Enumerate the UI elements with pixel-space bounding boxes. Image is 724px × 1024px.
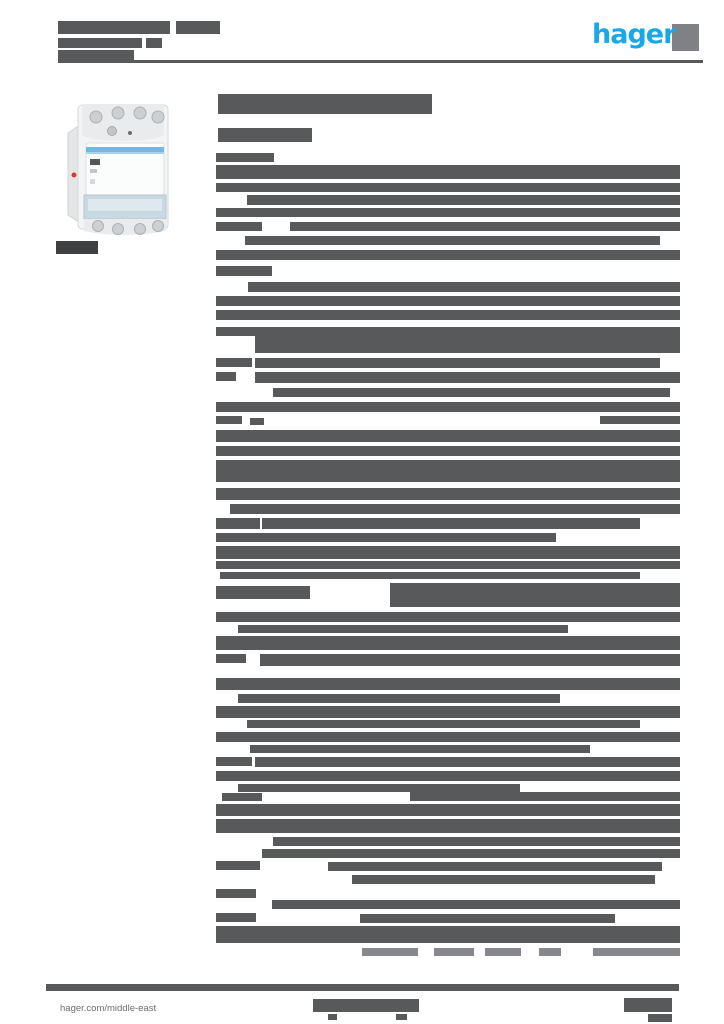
- redacted-text-bar: [248, 282, 680, 292]
- redacted-text-bar: [262, 518, 640, 529]
- redacted-text-bar: [260, 654, 680, 666]
- redacted-text-bar: [216, 757, 252, 766]
- redacted-text-bar: [238, 625, 568, 633]
- brand-logo: hager: [592, 20, 702, 54]
- redacted-text-bar: [600, 416, 680, 424]
- redacted-text-bar: [220, 572, 640, 579]
- redacted-text-bar: [216, 861, 260, 870]
- redacted-text-bar: [218, 128, 312, 142]
- redacted-text-bar: [272, 900, 680, 909]
- footer-website-link[interactable]: hager.com/middle-east: [60, 1003, 157, 1014]
- redacted-text-bar: [255, 358, 660, 368]
- redacted-text-bar: [360, 914, 615, 923]
- redacted-text-bar: [216, 771, 680, 781]
- redacted-text-bar: [313, 999, 419, 1012]
- redacted-text-bar: [216, 296, 680, 306]
- redacted-text-bar: [216, 561, 680, 569]
- redacted-text-bar: [245, 236, 660, 245]
- redacted-text-bar: [216, 372, 236, 381]
- redacted-text-bar: [216, 402, 680, 412]
- redacted-text-bar: [624, 998, 672, 1012]
- redacted-text-bar: [58, 60, 703, 63]
- redacted-text-bar: [672, 24, 699, 51]
- redacted-text-bar: [216, 208, 680, 217]
- redacted-text-bar: [247, 720, 640, 728]
- redacted-text-bar: [216, 416, 242, 424]
- redacted-text-bar: [216, 183, 680, 192]
- redacted-text-bar: [58, 21, 170, 34]
- redacted-text-bar: [216, 488, 680, 500]
- redacted-text-bar: [262, 849, 680, 858]
- footer-link-box: hager.com/middle-east: [57, 994, 169, 1023]
- product-photo-contactor-icon: [67, 104, 169, 235]
- redacted-text-bar: [216, 678, 680, 690]
- redacted-text-bar: [216, 804, 680, 816]
- redacted-text-bar: [434, 948, 474, 956]
- redacted-text-bar: [216, 310, 680, 320]
- redacted-text-bar: [539, 948, 561, 956]
- redacted-text-bar: [216, 153, 274, 162]
- redacted-text-bar: [216, 250, 680, 260]
- redacted-text-bar: [58, 50, 134, 60]
- redacted-text-bar: [230, 504, 680, 514]
- redacted-text-bar: [176, 21, 220, 34]
- redacted-text-bar: [216, 926, 680, 943]
- redacted-text-bar: [485, 948, 521, 956]
- redacted-text-bar: [216, 430, 680, 442]
- redacted-text-bar: [255, 327, 680, 353]
- redacted-text-bar: [216, 165, 680, 179]
- redacted-text-bar: [216, 889, 256, 898]
- redacted-text-bar: [255, 757, 680, 767]
- redacted-text-bar: [216, 612, 680, 622]
- redacted-text-bar: [247, 195, 680, 205]
- redacted-text-bar: [255, 372, 680, 383]
- redacted-text-bar: [216, 706, 680, 718]
- redacted-text-bar: [250, 418, 264, 425]
- redacted-text-bar: [390, 583, 680, 607]
- redacted-text-bar: [216, 913, 256, 922]
- redacted-text-bar: [222, 793, 262, 801]
- redacted-text-bar: [352, 875, 655, 884]
- redacted-text-bar: [46, 984, 679, 991]
- redacted-text-bar: [216, 266, 272, 276]
- redacted-text-bar: [216, 819, 680, 833]
- redacted-text-bar: [216, 518, 260, 529]
- redacted-text-bar: [328, 862, 662, 871]
- redacted-text-bar: [216, 636, 680, 650]
- redacted-text-bar: [58, 38, 142, 48]
- redacted-text-bar: [593, 948, 680, 956]
- redacted-text-bar: [216, 358, 252, 367]
- redacted-text-bar: [238, 784, 520, 792]
- hager-logo-text: hager: [592, 19, 676, 50]
- redacted-text-bar: [396, 1014, 407, 1020]
- redacted-text-bar: [273, 388, 670, 397]
- redacted-text-bar: [216, 222, 262, 231]
- redacted-text-bar: [273, 837, 680, 846]
- redacted-text-bar: [146, 38, 162, 48]
- redacted-text-bar: [648, 1014, 672, 1022]
- redacted-text-bar: [216, 732, 680, 742]
- redacted-text-bar: [216, 460, 680, 482]
- redacted-text-bar: [216, 327, 256, 336]
- redacted-text-bar: [216, 533, 556, 542]
- redacted-text-bar: [362, 948, 418, 956]
- redacted-text-bar: [216, 446, 680, 456]
- redacted-text-bar: [216, 654, 246, 663]
- redacted-text-bar: [238, 694, 560, 703]
- redacted-text-bar: [250, 745, 590, 753]
- redacted-text-bar: [410, 792, 680, 801]
- redacted-text-bar: [216, 586, 310, 599]
- redacted-text-bar: [328, 1014, 337, 1020]
- redacted-text-bar: [216, 546, 680, 559]
- redacted-text-bar: [290, 222, 680, 231]
- redacted-text-bar: [56, 241, 98, 254]
- redacted-text-bar: [218, 94, 432, 114]
